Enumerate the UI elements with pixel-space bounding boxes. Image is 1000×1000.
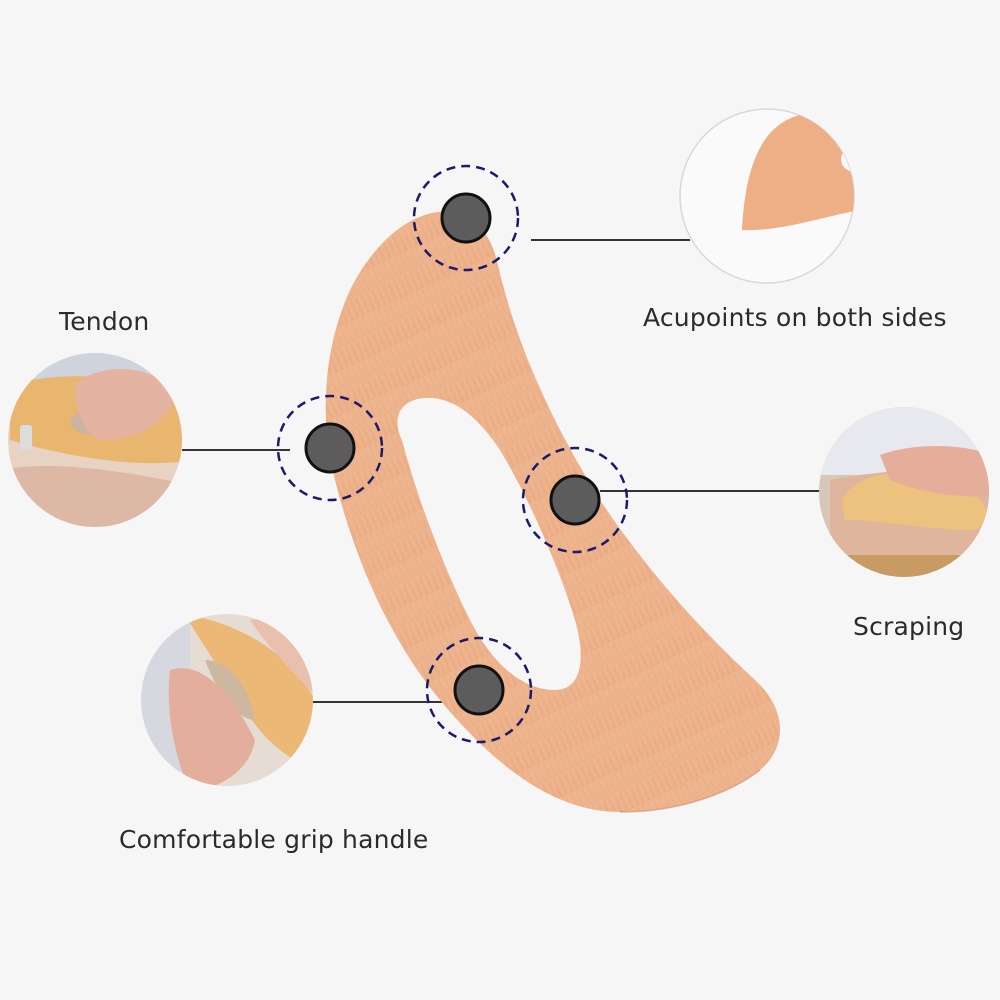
acupoint-marker-top	[412, 164, 520, 272]
grip-photo	[141, 614, 313, 786]
callout-label-grip: Comfortable grip handle	[119, 825, 429, 854]
leader-lines	[182, 239, 822, 703]
acupoint-marker-tendon	[276, 394, 384, 502]
acupoint-marker-scraping	[521, 446, 629, 554]
scraping-photo	[819, 407, 989, 577]
tendon-photo	[8, 353, 182, 527]
callout-label-scraping: Scraping	[853, 612, 965, 641]
acupoint-marker-grip	[425, 636, 533, 744]
callout-label-acupoints: Acupoints on both sides	[643, 303, 947, 332]
callout-label-tendon: Tendon	[59, 307, 150, 336]
acupoints-photo	[679, 108, 855, 284]
